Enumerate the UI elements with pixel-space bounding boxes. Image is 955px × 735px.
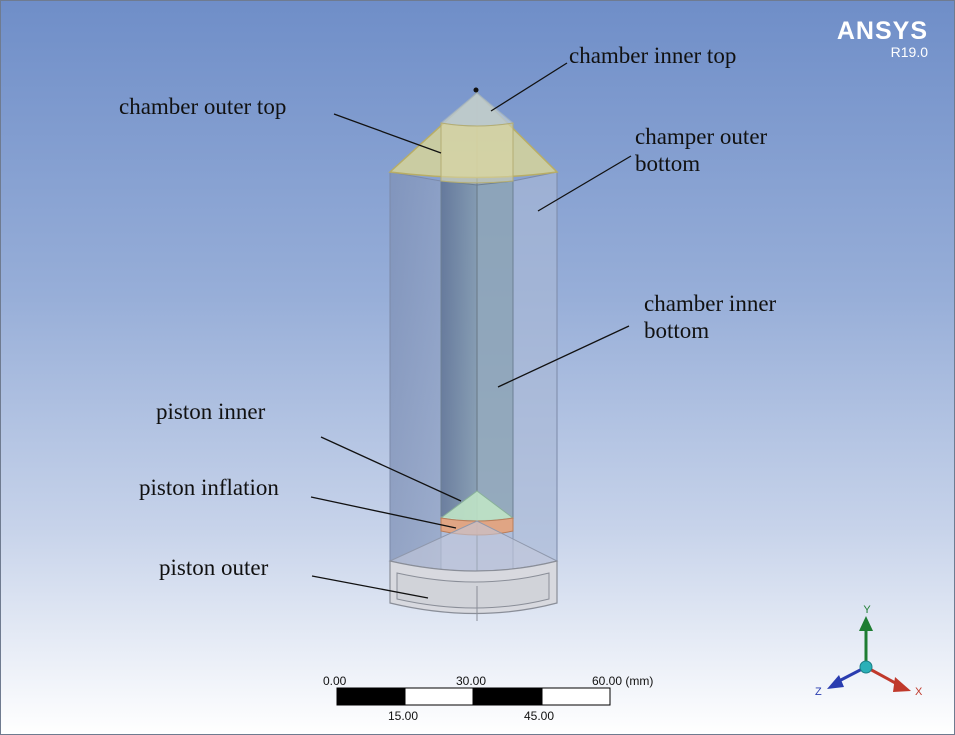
scale-tick-45: 45.00	[524, 709, 555, 723]
chamber-inner-top-shaft	[440, 122, 514, 184]
ansys-brand: ANSYS	[836, 17, 928, 45]
triad-x-arrow	[893, 677, 911, 692]
scale-tick-60: 60.00 (mm)	[592, 674, 654, 688]
label-piston-inner: piston inner	[156, 399, 266, 424]
label-chamber-inner-top: chamber inner top	[569, 43, 737, 68]
label-piston-outer: piston outer	[159, 555, 269, 580]
label-chamber-inner-bottom: chamber inner bottom	[644, 291, 777, 343]
scale-tick-0: 0.00	[323, 674, 347, 688]
leader-piston-inflation	[310, 496, 457, 529]
scale-seg-2	[404, 687, 474, 706]
scale-bar	[336, 687, 611, 706]
triad-origin	[859, 660, 873, 674]
coordinate-triad[interactable]: Y X Z	[815, 604, 923, 698]
label-champer-outer-bottom: champer outer bottom	[635, 124, 768, 176]
chamber-inner-bottom-core-right	[476, 180, 514, 522]
label-chamber-outer-top: chamber outer top	[119, 94, 287, 119]
chamber-outer-right-face	[512, 171, 558, 580]
ansys-logo: ANSYS R19.0	[837, 17, 928, 59]
triad-y-label: Y	[863, 604, 871, 616]
triad-x-label: X	[915, 686, 923, 698]
label-piston-inflation: piston inflation	[139, 475, 279, 500]
leader-piston-inner	[320, 436, 462, 502]
ansys-version: R19.0	[890, 44, 928, 60]
triad-z-label: Z	[815, 686, 822, 698]
chamber-inner-top	[439, 92, 515, 127]
leader-chamber-inner-top	[490, 62, 568, 112]
triad-z-arrow	[827, 675, 844, 689]
scale-tick-15: 15.00	[388, 709, 419, 723]
scale-seg-1	[336, 687, 406, 706]
scale-seg-4	[541, 687, 611, 706]
leader-piston-outer	[311, 575, 429, 599]
leader-lines	[310, 62, 632, 599]
scale-tick-30: 30.00	[456, 674, 487, 688]
triad-y-arrow	[859, 616, 873, 631]
leader-chamber-outer-top	[333, 113, 442, 154]
piston-outer-inset	[396, 572, 550, 609]
leader-chamber-inner-bottom	[497, 325, 630, 388]
apex-point	[473, 87, 479, 93]
chamber-inner-bottom-core	[440, 180, 478, 522]
scale-seg-3	[472, 687, 543, 706]
leader-champer-outer-bottom	[537, 155, 632, 212]
